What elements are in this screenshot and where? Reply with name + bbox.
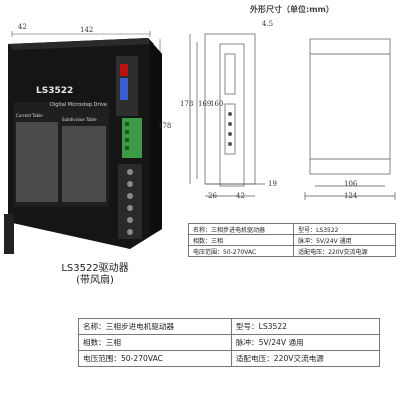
spec-cell: 电压范围：50-270VAC	[78, 350, 232, 367]
dim-left-height: 178	[180, 100, 194, 108]
table-row: 电压范围：50-270VAC 适配电压：220V交流电源	[78, 350, 381, 367]
technical-drawing	[189, 33, 396, 200]
dim-inner-width: 106	[344, 180, 358, 188]
spec-table-large: 名称：三相步进电机驱动器 型号：LS3522 相数：三相 脉冲：5V/24V 通…	[78, 318, 381, 367]
dim-width: 142	[80, 26, 94, 34]
table-row: 相数：三相 脉冲：5V/24V 通用	[187, 234, 396, 246]
dim-top-margin: 4.5	[262, 20, 274, 28]
dim-inner-160: 160	[210, 100, 224, 108]
product-caption: LS3522驱动器 (带风扇)	[50, 263, 140, 287]
spec-cell: 脉冲：5V/24V 通用	[230, 334, 381, 351]
case-subtitle: Digital Microstep Drive	[50, 102, 107, 108]
caption-line-1: LS3522驱动器	[61, 263, 129, 274]
spec-cell: 名称：三相步进电机驱动器	[78, 318, 232, 335]
spec-cell: 相数：三相	[187, 234, 295, 246]
table-row: 名称：三相步进电机驱动器 型号：LS3522	[187, 223, 396, 235]
table-row: 名称：三相步进电机驱动器 型号：LS3522	[78, 318, 381, 335]
spec-cell: 电压范围：50-270VAC	[187, 245, 295, 257]
spec-cell: 名称：三相步进电机驱动器	[187, 223, 295, 235]
dim-inner-169: 169	[198, 100, 212, 108]
current-table-label: Current Table	[16, 113, 43, 118]
spec-cell: 型号：LS3522	[230, 318, 381, 335]
dim-base-left: 26	[208, 192, 217, 200]
subdivision-table-label: Subdivision Table	[62, 117, 97, 122]
dim-offset: 42	[18, 23, 27, 31]
product-photo	[4, 31, 162, 254]
page-title: 外形尺寸（单位:mm）	[250, 5, 334, 14]
spec-cell: 相数：三相	[78, 334, 232, 351]
dim-bottom-gap: 19	[268, 180, 277, 188]
dim-base-right: 42	[236, 192, 245, 200]
spec-cell: 适配电压：220V交流电源	[230, 350, 381, 367]
caption-line-2: (带风扇)	[76, 275, 114, 286]
spec-cell: 脉冲：5V/24V 通用	[293, 234, 396, 246]
case-model: LS3522	[36, 86, 74, 96]
spec-cell: 型号：LS3522	[293, 223, 396, 235]
dim-height: 178	[158, 122, 172, 130]
dim-total-width: 124	[344, 192, 358, 200]
table-row: 电压范围：50-270VAC 适配电压：220V交流电源	[187, 245, 396, 257]
spec-cell: 适配电压：220V交流电源	[293, 245, 396, 257]
spec-table-small: 名称：三相步进电机驱动器 型号：LS3522 相数：三相 脉冲：5V/24V 通…	[187, 223, 396, 257]
table-row: 相数：三相 脉冲：5V/24V 通用	[78, 334, 381, 351]
